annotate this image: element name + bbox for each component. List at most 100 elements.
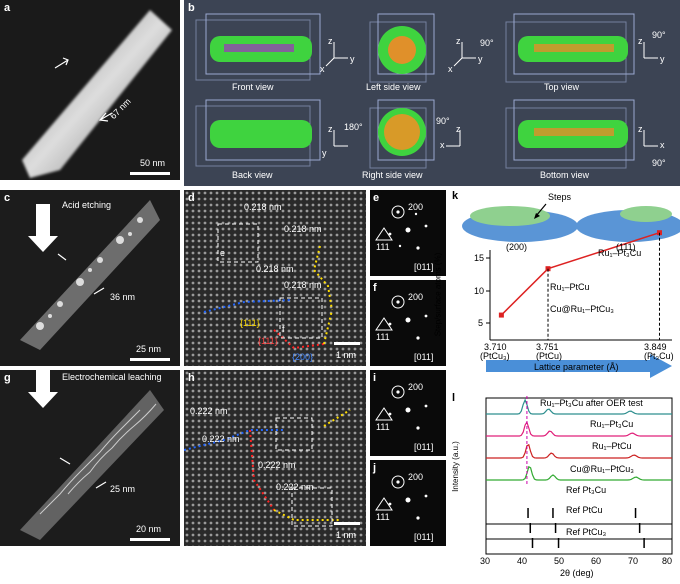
panel-j-111: 111 [376, 512, 390, 522]
panel-i-111: 111 [376, 422, 390, 432]
panel-h-d2: 0.222 nm [202, 434, 240, 444]
panel-i-zone: [011] [414, 442, 434, 452]
panel-d-e-mark: e [220, 248, 226, 258]
panel-c: c Acid etching 36 nm 25 nm [0, 190, 180, 366]
panel-e-zone: [011] [414, 262, 434, 272]
panel-a: a 67 nm 50 nm [0, 0, 180, 180]
l-series-3: Ru₁–PtCu [592, 441, 632, 451]
axis-x-6: x [660, 140, 665, 150]
panel-j: j 200 111 [011] [370, 460, 446, 546]
view-right: Right side view [362, 170, 423, 180]
panel-e-200: 200 [408, 202, 424, 212]
panel-i-image [370, 370, 446, 456]
panel-h-d4: 0.222 nm [276, 482, 314, 492]
panel-l: l Ru₁–Pt₃Cu after OER test Ru₁–Pt₃Cu Ru₁… [450, 392, 680, 579]
view-front: Front view [232, 82, 274, 92]
k-ytick-15: 15 [474, 253, 485, 263]
panel-e-label: e [373, 192, 380, 204]
l-series-line [486, 465, 672, 481]
panel-f-111: 111 [376, 332, 390, 342]
k-point [498, 312, 504, 318]
l-xtick-60: 60 [591, 556, 602, 566]
panel-g-measure: 25 nm [110, 484, 136, 494]
panel-k-face2: (111) [616, 242, 636, 252]
l-ylabel: Intensity (a.u.) [450, 441, 460, 492]
panel-j-image [370, 460, 446, 546]
panel-h-d1: 0.222 nm [190, 406, 228, 416]
l-ref-2: Ref PtCu [566, 505, 603, 515]
panel-k-image [462, 203, 680, 378]
k-xtick-2: 3.751 [536, 342, 559, 352]
k-xtick2-2: (PtCu) [536, 351, 563, 361]
k-xtick-1: 3.710 [484, 342, 507, 352]
panel-j-200: 200 [408, 472, 424, 482]
panel-d-d2: 0.218 nm [284, 224, 322, 234]
panel-f-label: f [373, 282, 377, 294]
axis-z-4: z [328, 124, 333, 134]
panel-d-d1: 0.218 nm [244, 202, 282, 212]
panel-i-200: 200 [408, 382, 424, 392]
panel-h-scalebar [334, 522, 360, 525]
l-ref-1: Ref Pt₃Cu [566, 485, 607, 495]
panel-e-111: 111 [376, 242, 390, 252]
panel-b-label: b [188, 2, 195, 14]
panel-f-image [370, 280, 446, 366]
axis-y-1: y [350, 54, 355, 64]
panel-d-f200: {200} [292, 352, 314, 362]
k-annot-2: Ru₁–PtCu [550, 282, 590, 292]
l-xtick-40: 40 [517, 556, 528, 566]
l-series-line [486, 420, 672, 437]
panel-h-image [183, 370, 366, 546]
k-xtick2-3: (Pt₃Cu) [644, 351, 674, 361]
l-xtick-80: 80 [662, 556, 673, 566]
rot-bottom: 90° [652, 158, 666, 168]
panel-k-face1: (200) [506, 242, 528, 252]
view-left: Left side view [366, 82, 421, 92]
panel-c-measure: 36 nm [110, 292, 136, 302]
panel-d-scale: 1 nm [336, 350, 357, 360]
k-ylabel: Step/surface atoms (%) [433, 252, 443, 337]
panel-l-image [485, 396, 673, 555]
rot-left: 90° [480, 38, 494, 48]
panel-d-image [184, 190, 366, 366]
panel-a-scalebar [130, 172, 170, 175]
panel-d-f-mark: f [282, 324, 285, 334]
panel-c-scalebar [130, 358, 170, 361]
panel-d-f111: {111} [240, 318, 260, 328]
axis-y-3: y [660, 54, 665, 64]
view-top: Top view [544, 82, 580, 92]
panel-a-scale: 50 nm [140, 158, 166, 168]
l-ref-3: Ref PtCu₃ [566, 527, 607, 537]
l-series-line [486, 443, 672, 459]
panel-h-scale: 1 nm [336, 530, 357, 540]
axis-y-4: y [322, 148, 327, 158]
view-bottom: Bottom view [540, 170, 590, 180]
axis-x-1: x [320, 64, 325, 74]
k-annot-1: Ru₁–Pt₃Cu [598, 248, 642, 258]
axis-y-2: y [478, 54, 483, 64]
panel-d-d3: 0.218 nm [256, 264, 294, 274]
panel-d: d 0.218 nm 0.218 nm 0.218 nm 0.218 nm e … [184, 190, 366, 366]
panel-g-scalebar [130, 538, 170, 541]
axis-z-5: z [456, 124, 461, 134]
l-series-line [486, 398, 672, 415]
k-ytick-5: 5 [478, 318, 484, 328]
l-series-1: Ru₁–Pt₃Cu after OER test [540, 398, 643, 408]
panel-j-label: j [373, 462, 377, 474]
panel-g-arrow-text: Electrochemical leaching [62, 372, 162, 382]
panel-i-label: i [373, 372, 377, 384]
panel-d-f111b: {111} [258, 336, 278, 346]
panel-e: e 200 111 [011] [370, 190, 446, 276]
l-series-4: Cu@Ru₁–PtCu₃ [570, 464, 634, 474]
panel-e-image [370, 190, 446, 276]
panel-b: b Front view Left side view Top view Bac… [184, 0, 680, 186]
panel-h-d3: 0.222 nm [258, 460, 296, 470]
rot-back: 180° [344, 122, 363, 132]
panel-d-label: d [188, 192, 195, 204]
panel-j-zone: [011] [414, 532, 434, 542]
view-back: Back view [232, 170, 273, 180]
panel-b-image [195, 13, 658, 169]
axis-z-2: z [456, 36, 461, 46]
rot-right: 90° [436, 116, 450, 126]
rot-top: 90° [652, 30, 666, 40]
